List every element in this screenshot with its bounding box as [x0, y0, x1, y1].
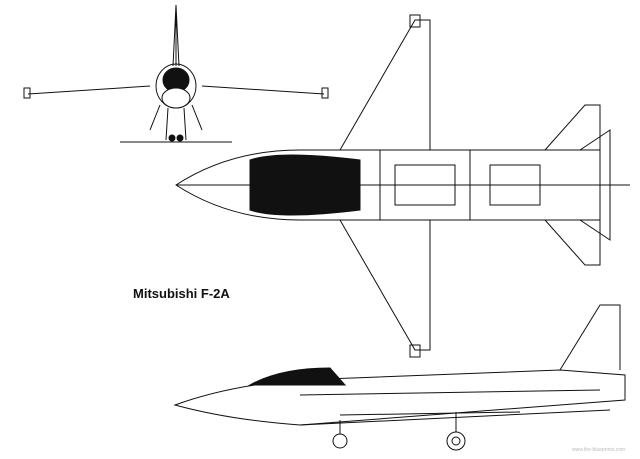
top-view	[175, 14, 630, 358]
side-view	[173, 304, 626, 451]
watermark: www.the-blueprints.com	[572, 447, 626, 453]
front-view	[23, 4, 329, 143]
aircraft-title: Mitsubishi F-2A	[133, 286, 230, 301]
